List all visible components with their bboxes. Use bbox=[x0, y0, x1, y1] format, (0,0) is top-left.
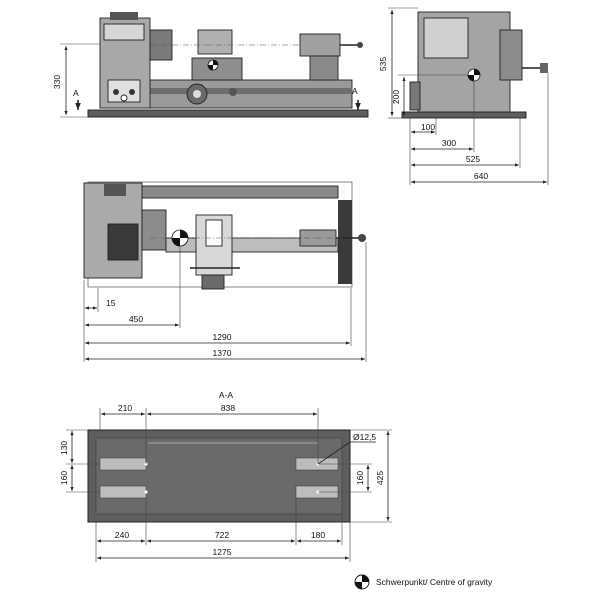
section-hole-diameter: Ø12,5 bbox=[353, 432, 376, 442]
section-dim-722: 722 bbox=[215, 530, 229, 540]
section-dim-425: 425 bbox=[375, 471, 385, 485]
section-view: A-A 210 838 130 160 160 42 bbox=[59, 390, 392, 562]
side-dim-640: 640 bbox=[474, 171, 488, 181]
section-dim-180: 180 bbox=[311, 530, 325, 540]
centre-of-gravity-icon bbox=[354, 574, 370, 590]
top-tray-end bbox=[338, 200, 352, 284]
front-handwheel-hub bbox=[193, 90, 201, 98]
top-dim-1370: 1370 bbox=[213, 348, 232, 358]
front-switch-3 bbox=[129, 89, 135, 95]
front-motor bbox=[110, 12, 138, 20]
side-carriage bbox=[499, 29, 523, 81]
top-splash-guard bbox=[141, 185, 339, 199]
side-height-dim: 535 bbox=[378, 57, 388, 71]
side-cog-icon bbox=[467, 68, 481, 82]
side-cover bbox=[423, 17, 469, 59]
section-dim-1275: 1275 bbox=[213, 547, 232, 557]
top-apron bbox=[201, 274, 225, 290]
side-dim-525: 525 bbox=[466, 154, 480, 164]
side-dim-100: 100 bbox=[421, 122, 435, 132]
top-view: 15 450 1290 1370 bbox=[83, 181, 367, 362]
section-dim-160-right: 160 bbox=[355, 471, 365, 485]
top-chuck bbox=[141, 209, 167, 251]
section-slot-left-bottom bbox=[99, 485, 147, 499]
top-motor-cap bbox=[104, 184, 126, 196]
front-height-dim: 330 bbox=[52, 75, 62, 89]
side-switch-box bbox=[409, 81, 421, 111]
front-chip-tray bbox=[87, 109, 369, 118]
top-dim-15: 15 bbox=[106, 298, 116, 308]
top-toolpost bbox=[205, 219, 223, 247]
top-dim-1290: 1290 bbox=[213, 332, 232, 342]
front-toolpost bbox=[197, 29, 233, 55]
section-title: A-A bbox=[219, 390, 234, 400]
front-control-panel bbox=[107, 79, 141, 103]
front-view: A A 330 bbox=[52, 12, 369, 118]
section-dim-838: 838 bbox=[221, 403, 235, 413]
front-carriage bbox=[191, 57, 243, 81]
section-slot-left-top bbox=[99, 457, 147, 471]
side-dim-300: 300 bbox=[442, 138, 456, 148]
front-switch-1 bbox=[113, 89, 119, 95]
legend: Schwerpunkt/ Centre of gravity bbox=[354, 574, 493, 590]
front-section-mark-right: A bbox=[352, 86, 358, 96]
front-tailstock bbox=[299, 33, 341, 57]
section-dim-130: 130 bbox=[59, 441, 69, 455]
front-tailstock-knob bbox=[357, 42, 363, 48]
front-headstock-cover bbox=[103, 23, 145, 41]
side-center-dim: 200 bbox=[391, 90, 401, 104]
front-switch-2 bbox=[120, 94, 128, 102]
front-bed-rail bbox=[100, 88, 352, 94]
legend-label: Schwerpunkt/ Centre of gravity bbox=[376, 577, 493, 587]
side-chip-tray bbox=[401, 111, 527, 119]
front-tailstock-base bbox=[309, 55, 339, 81]
section-dim-210: 210 bbox=[118, 403, 132, 413]
section-dim-240: 240 bbox=[115, 530, 129, 540]
section-hole-leader bbox=[317, 441, 351, 465]
top-cog-icon bbox=[171, 229, 189, 247]
section-tray-inner bbox=[95, 437, 343, 515]
top-dim-450: 450 bbox=[129, 314, 143, 324]
side-view: 535 200 100 300 525 640 bbox=[378, 7, 549, 185]
side-handle-knob bbox=[540, 63, 548, 73]
section-dim-160-left: 160 bbox=[59, 471, 69, 485]
front-lever bbox=[229, 88, 237, 96]
top-motor bbox=[107, 223, 139, 261]
front-cog-icon bbox=[207, 59, 219, 71]
section-hole-2 bbox=[144, 490, 148, 494]
front-section-mark-left: A bbox=[73, 88, 79, 98]
top-tailstock-knob bbox=[358, 234, 366, 242]
